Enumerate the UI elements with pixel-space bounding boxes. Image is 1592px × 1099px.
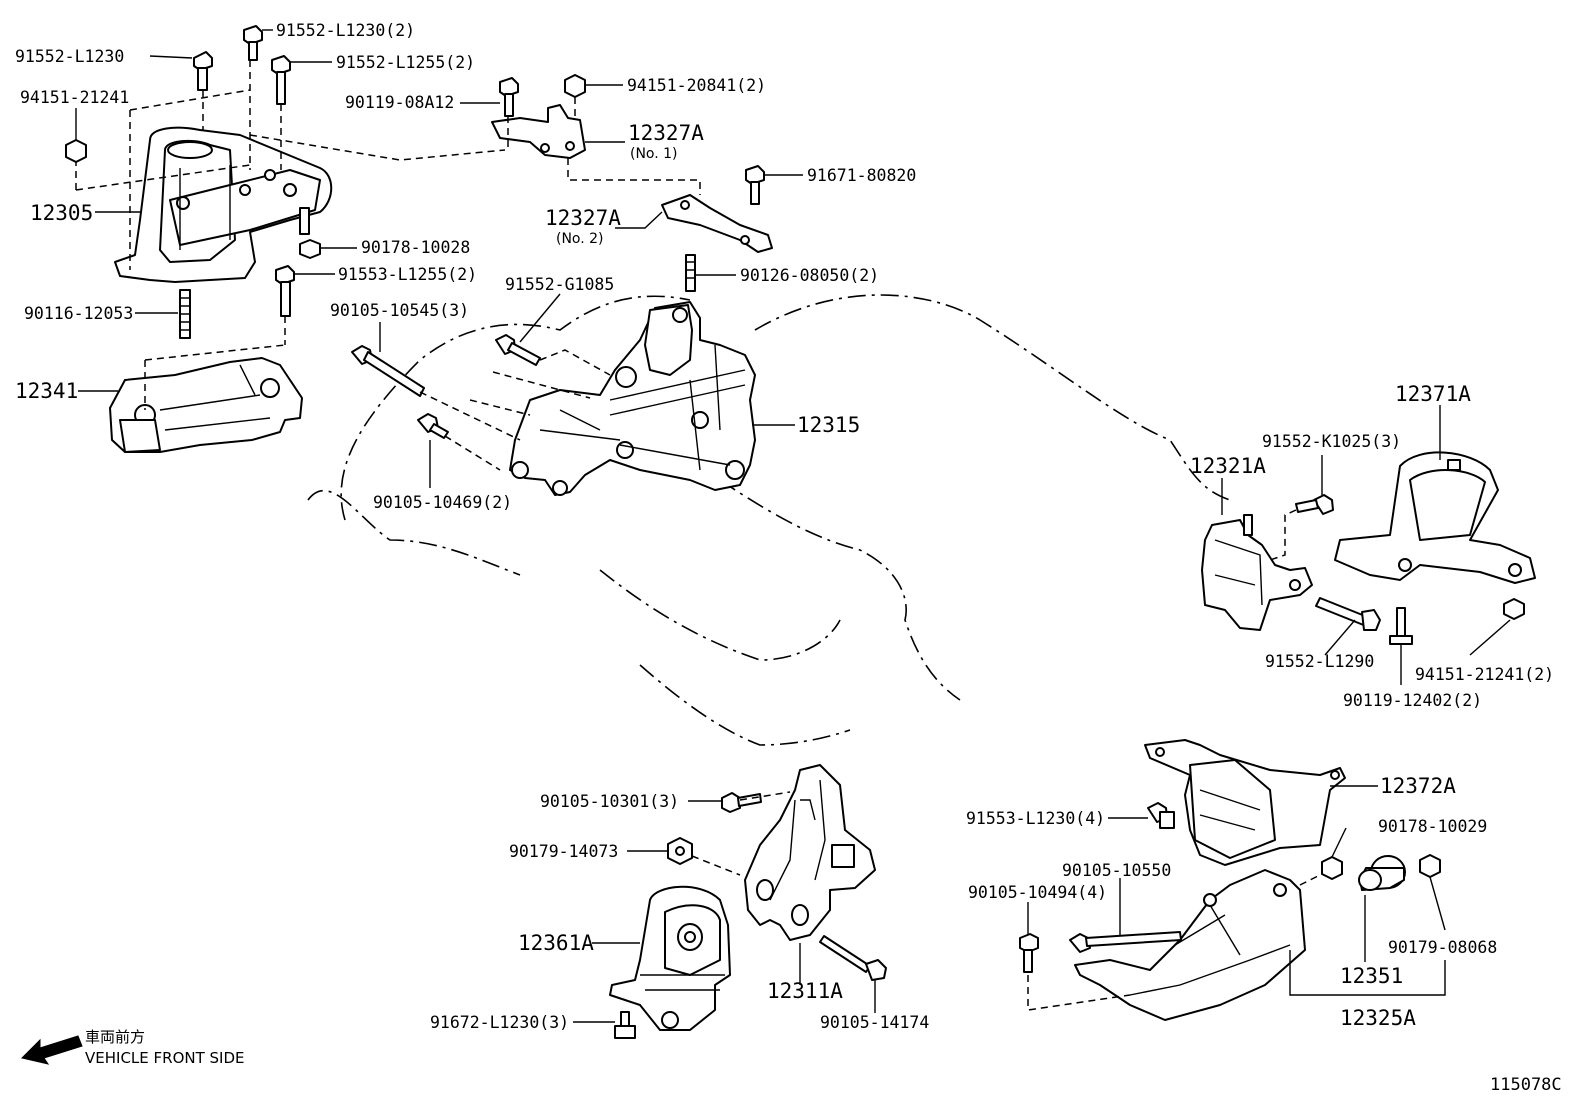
assembly-lines-12311A bbox=[691, 791, 791, 876]
part-90116-12053-stud bbox=[179, 289, 191, 339]
label-94151-21241: 94151-21241 bbox=[20, 88, 129, 107]
part-91553-L1230-4-bolt bbox=[1147, 802, 1175, 829]
part-90178-10029-nut bbox=[1321, 856, 1343, 880]
part-12321A-bracket bbox=[1201, 514, 1313, 631]
label-12327A-no1: 12327A bbox=[628, 121, 704, 145]
part-12311A-bracket bbox=[744, 764, 876, 941]
part-90119-12402-2-bolt bbox=[1389, 607, 1413, 645]
label-91552-K1025-3: 91552-K1025(3) bbox=[1262, 432, 1401, 451]
engine-outline bbox=[307, 294, 1231, 746]
label-90179-14073: 90179-14073 bbox=[509, 842, 618, 861]
part-12315-bracket bbox=[509, 301, 756, 496]
label-90178-10028: 90178-10028 bbox=[361, 238, 470, 257]
diagram-reference-number: 115078C bbox=[1490, 1075, 1562, 1095]
label-12372A: 12372A bbox=[1380, 774, 1456, 798]
part-90179-14073-nut bbox=[667, 837, 693, 865]
part-labels: 91552-L1230 91552-L1230(2) 91552-L1255(2… bbox=[15, 21, 1554, 1032]
assembly-lines-12325A bbox=[1027, 874, 1321, 1011]
label-94151-20841-2: 94151-20841(2) bbox=[627, 76, 766, 95]
part-12372A-bracket bbox=[1144, 739, 1346, 866]
label-90105-10545-3: 90105-10545(3) bbox=[330, 301, 469, 320]
part-90105-10469-2-bolt bbox=[417, 413, 449, 439]
label-12305: 12305 bbox=[30, 201, 93, 225]
part-94151-21241-2-nut bbox=[1503, 598, 1525, 620]
label-12361A: 12361A bbox=[518, 931, 594, 955]
label-12325A: 12325A bbox=[1340, 1006, 1416, 1030]
part-91552-L1290-bolt bbox=[1315, 597, 1381, 631]
vehicle-front-legend: 車両前方 VEHICLE FRONT SIDE bbox=[21, 1028, 245, 1067]
label-12351: 12351 bbox=[1340, 964, 1403, 988]
label-12327A-no2: 12327A bbox=[545, 206, 621, 230]
part-12325A-bracket bbox=[1074, 869, 1306, 1021]
part-91552-G1085-bolt bbox=[495, 334, 541, 366]
arrow-left-down-icon bbox=[21, 1035, 83, 1065]
part-91552-L1255-2-bolt bbox=[271, 55, 291, 105]
part-91553-L1255-2-bolt bbox=[275, 265, 295, 317]
label-91553-L1230-4: 91553-L1230(4) bbox=[966, 809, 1105, 828]
label-91552-L1290: 91552-L1290 bbox=[1265, 652, 1374, 671]
part-12341-bracket bbox=[109, 357, 303, 453]
leader-lines bbox=[75, 29, 1511, 1023]
label-12327A-no2-sub: (No. 2) bbox=[556, 231, 604, 247]
part-91552-L1230-2-bolt bbox=[243, 25, 263, 61]
label-91552-L1230: 91552-L1230 bbox=[15, 47, 124, 66]
label-12321A: 12321A bbox=[1190, 454, 1266, 478]
part-91552-K1025-3-bolt bbox=[1295, 494, 1334, 515]
assembly-lines-12327A bbox=[507, 97, 701, 195]
label-12371A: 12371A bbox=[1395, 382, 1471, 406]
label-91553-L1255-2: 91553-L1255(2) bbox=[338, 265, 477, 284]
part-12327A-no2-bracket bbox=[661, 194, 773, 253]
part-90105-10545-3-bolt bbox=[351, 345, 425, 397]
part-91671-80820-bolt bbox=[745, 165, 765, 205]
label-90105-10301-3: 90105-10301(3) bbox=[540, 792, 679, 811]
part-94151-20841-2-nut bbox=[564, 74, 586, 98]
part-94151-21241-nut bbox=[65, 139, 87, 163]
part-12361A-mount bbox=[609, 885, 731, 1031]
label-91552-L1255-2: 91552-L1255(2) bbox=[336, 53, 475, 72]
label-90116-12053: 90116-12053 bbox=[24, 304, 133, 323]
part-91552-L1230-bolt bbox=[193, 51, 213, 91]
part-90105-10301-3-bolt bbox=[721, 792, 762, 813]
legend-japanese: 車両前方 bbox=[85, 1028, 145, 1046]
part-90126-08050-2-stud bbox=[685, 254, 696, 292]
label-12341: 12341 bbox=[15, 379, 78, 403]
label-90119-12402-2: 90119-12402(2) bbox=[1343, 691, 1482, 710]
label-91671-80820: 91671-80820 bbox=[807, 166, 916, 185]
label-12311A: 12311A bbox=[767, 979, 843, 1003]
part-90178-10028-nut bbox=[299, 239, 321, 259]
label-90105-10469-2: 90105-10469(2) bbox=[373, 493, 512, 512]
assembly-lines-12315 bbox=[419, 349, 611, 471]
label-90105-10550: 90105-10550 bbox=[1062, 861, 1171, 880]
part-90105-10494-4-bolt bbox=[1019, 933, 1039, 973]
part-12371A-mount bbox=[1334, 451, 1536, 584]
label-90178-10029: 90178-10029 bbox=[1378, 817, 1487, 836]
label-12327A-no1-sub: (No. 1) bbox=[630, 146, 678, 162]
label-90105-14174: 90105-14174 bbox=[820, 1013, 929, 1032]
part-90119-08A12-bolt bbox=[499, 77, 519, 117]
label-94151-21241-2: 94151-21241(2) bbox=[1415, 665, 1554, 684]
label-91552-L1230-2: 91552-L1230(2) bbox=[276, 21, 415, 40]
label-91672-L1230-3: 91672-L1230(3) bbox=[430, 1013, 569, 1032]
label-90126-08050-2: 90126-08050(2) bbox=[740, 266, 879, 285]
legend-english: VEHICLE FRONT SIDE bbox=[85, 1049, 245, 1067]
label-90119-08A12: 90119-08A12 bbox=[345, 93, 454, 112]
part-12305-engine-mount bbox=[114, 126, 333, 283]
assembly-lines-top-left bbox=[75, 60, 506, 410]
part-12351-stopper bbox=[1358, 855, 1406, 891]
part-12327A-no1-bracket bbox=[491, 104, 586, 159]
part-90105-14174-bolt bbox=[819, 935, 887, 981]
assembly-lines-right-mount bbox=[1269, 509, 1297, 561]
part-90105-10550-bolt bbox=[1069, 931, 1182, 953]
part-91672-L1230-3-bolt bbox=[614, 1011, 636, 1039]
label-90179-08068: 90179-08068 bbox=[1388, 938, 1497, 957]
part-90179-08068-nut bbox=[1419, 854, 1441, 878]
label-12315: 12315 bbox=[797, 413, 860, 437]
label-91552-G1085: 91552-G1085 bbox=[505, 275, 614, 294]
label-90105-10494-4: 90105-10494(4) bbox=[968, 883, 1107, 902]
